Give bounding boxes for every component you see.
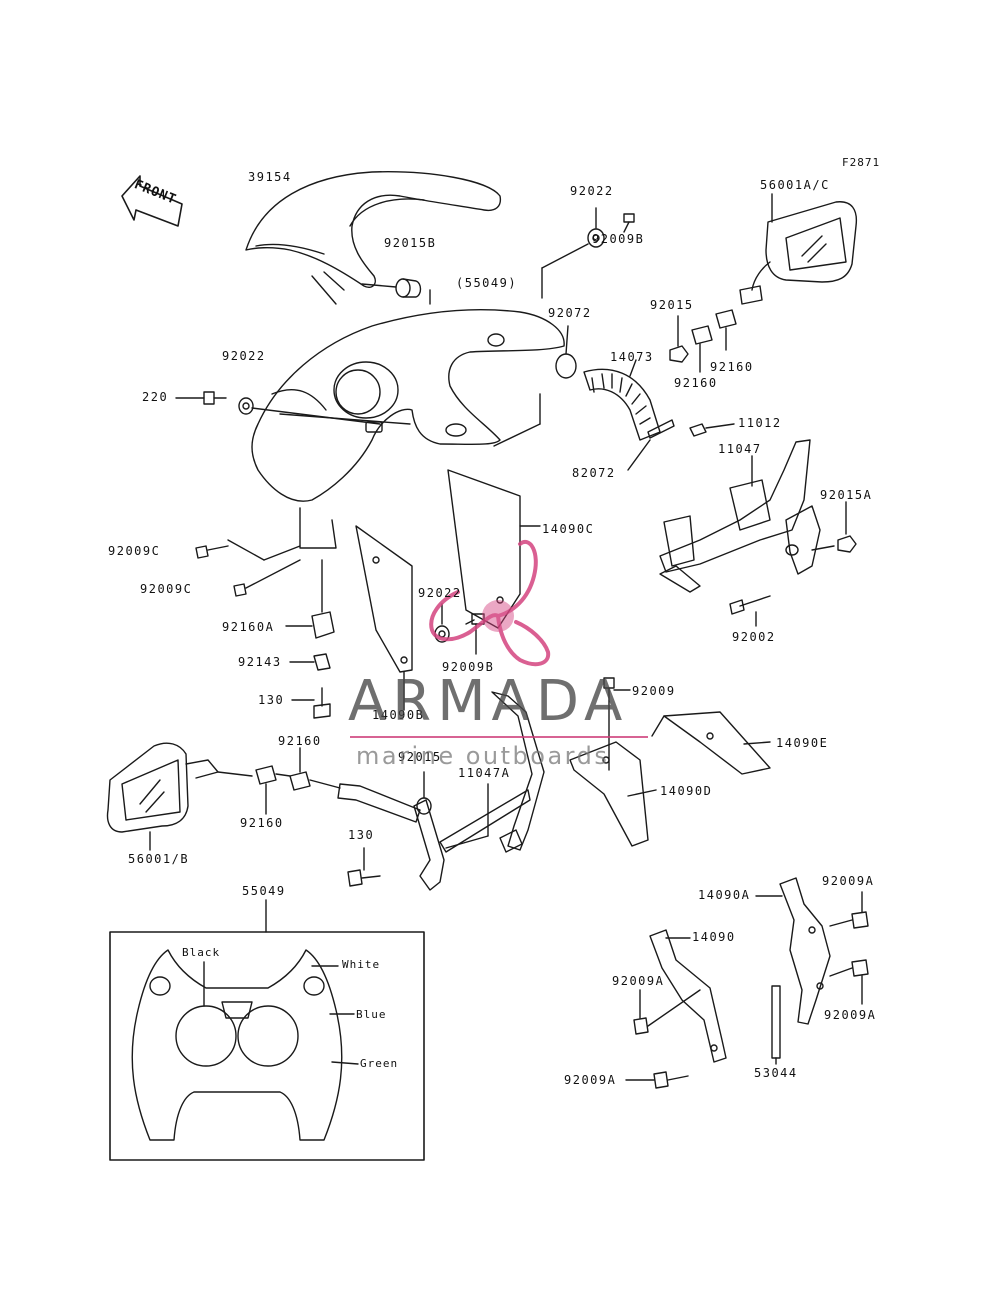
callout-92160-right-b: 92160	[674, 376, 718, 390]
clamp-92072	[555, 325, 577, 379]
damper-92160-left-a	[255, 765, 291, 815]
callout-14073: 14073	[610, 350, 654, 364]
damper-92160-right-b	[715, 309, 737, 351]
callout-53044: 53044	[754, 1066, 798, 1080]
right-mirror	[739, 193, 858, 305]
screw-92009A-d	[625, 1071, 689, 1089]
callout-92015-lower: 92015	[398, 750, 442, 764]
figure-code-label: F2871	[842, 156, 881, 169]
callout-55049: 55049	[242, 884, 286, 898]
callout-92072: 92072	[548, 306, 592, 320]
callout-92009A-a: 92009A	[822, 874, 875, 888]
screw-92009C-b	[233, 559, 301, 597]
watermark-title: ARMADA	[348, 669, 629, 734]
callout-92009C-a: 92009C	[108, 544, 161, 558]
callout-92160-left-top: 92160	[278, 734, 322, 748]
callout-92009B-top: 92009B	[592, 232, 645, 246]
screw-92009B-top	[623, 213, 635, 233]
watermark-subtitle: marine outboards	[356, 742, 610, 770]
inset-color-black: Black	[182, 946, 221, 959]
panel-14090A	[755, 877, 831, 1025]
callout-92009A-b: 92009A	[824, 1008, 877, 1022]
inset-color-blue: Blue	[356, 1008, 387, 1021]
left-mirror	[106, 742, 253, 851]
inset-color-white: White	[342, 958, 381, 971]
screw-220	[175, 391, 227, 405]
nut-92015A	[811, 501, 857, 553]
callout-11047: 11047	[718, 442, 762, 456]
callout-220: 220	[142, 390, 169, 404]
callout-14090A: 14090A	[698, 888, 751, 902]
grommet-92143	[289, 653, 331, 671]
grommet-92015B	[361, 278, 422, 298]
screw-92009A-a	[829, 891, 869, 929]
nut-92015-right	[669, 315, 689, 363]
callout-92143: 92143	[238, 655, 282, 669]
main-upper-cowl	[251, 289, 565, 549]
callout-56001B: 56001/B	[128, 852, 190, 866]
watermark-divider	[350, 736, 648, 738]
callout-92015A: 92015A	[820, 488, 873, 502]
washer-92022-top	[541, 207, 605, 299]
callout-11047A: 11047A	[458, 766, 511, 780]
panel-14090	[649, 929, 727, 1063]
grommet-92015-lower	[416, 771, 432, 815]
callout-130-a: 130	[258, 693, 285, 707]
callout-82072: 82072	[572, 466, 616, 480]
callout-14090B: 14090B	[372, 708, 425, 722]
washer-92022-left	[238, 397, 381, 425]
callout-92009A-d: 92009A	[564, 1073, 617, 1087]
damper-92160-right-a	[691, 325, 713, 373]
bracket-11047A	[337, 691, 545, 891]
bolt-92002	[729, 595, 771, 627]
upper-cowl-panel	[245, 171, 502, 305]
strip-53044	[771, 985, 781, 1065]
callout-92002: 92002	[732, 630, 776, 644]
pad-11012	[689, 423, 735, 437]
callout-92015B: 92015B	[384, 236, 437, 250]
callout-92015: 92015	[650, 298, 694, 312]
callout-92009B-mid: 92009B	[442, 660, 495, 674]
callout-92160-left-bottom: 92160	[240, 816, 284, 830]
callout-14090E: 14090E	[776, 736, 829, 750]
bolt-130-a	[291, 687, 331, 719]
callout-92160-right-a: 92160	[710, 360, 754, 374]
callout-14090: 14090	[692, 930, 736, 944]
callout-92009A-c: 92009A	[612, 974, 665, 988]
damper-92160A	[285, 559, 335, 639]
callout-92022-top: 92022	[570, 184, 614, 198]
callout-11012: 11012	[738, 416, 782, 430]
screw-92009C-a	[195, 539, 301, 561]
callout-92160A: 92160A	[222, 620, 275, 634]
armada-logo-icon	[429, 540, 551, 667]
bolt-130-b	[347, 847, 381, 887]
callout-39154: 39154	[248, 170, 292, 184]
bracket-11047	[659, 439, 821, 593]
callout-14090D: 14090D	[660, 784, 713, 798]
damper-92160-left-b	[289, 747, 341, 791]
duct-14073	[583, 359, 661, 441]
strip-82072	[627, 419, 675, 471]
bolt-92009	[603, 677, 631, 771]
callout-92022-mid: 92022	[418, 586, 462, 600]
panel-14090D	[569, 741, 657, 847]
inset-box-55049	[109, 899, 425, 1161]
callout-92022-left: 92022	[222, 349, 266, 363]
callout-92009C-b: 92009C	[140, 582, 193, 596]
screw-92009A-c	[633, 989, 701, 1035]
callout-14090C: 14090C	[542, 522, 595, 536]
callout-92009: 92009	[632, 684, 676, 698]
inset-color-green: Green	[360, 1057, 399, 1070]
callout-130-b: 130	[348, 828, 375, 842]
callout-55049-ref: (55049)	[456, 276, 518, 290]
inner-panel-14090B	[355, 525, 413, 711]
front-arrow-icon	[121, 175, 183, 227]
panel-14090E	[651, 711, 771, 775]
screw-92009A-b	[829, 959, 869, 1005]
callout-56001AC: 56001A/C	[760, 178, 830, 192]
